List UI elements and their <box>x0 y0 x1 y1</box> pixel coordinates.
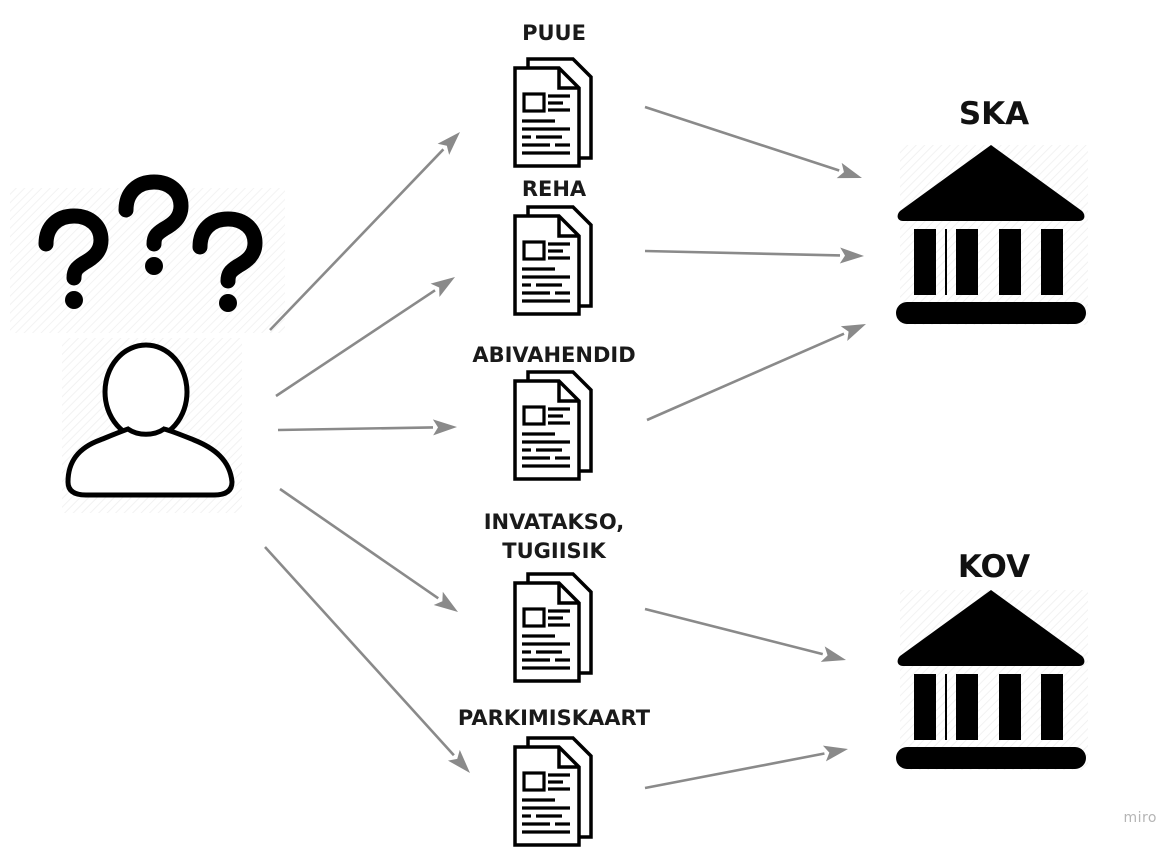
doc-label-line: ABIVAHENDID <box>472 343 636 367</box>
arrow-person-to-puue <box>269 148 445 331</box>
doc-label-line: INVATAKSO, <box>483 510 625 534</box>
arrowhead-person-to-parkimiskaart <box>447 749 470 773</box>
doc-label-abivahendid: ABIVAHENDID <box>459 341 649 370</box>
arrow-invatakso-to-kov <box>644 607 824 656</box>
arrowhead-parkimiskaart-to-kov <box>822 745 848 762</box>
doc-icon-abivahendid <box>513 370 593 481</box>
arrow-parkimiskaart-to-kov <box>644 752 825 790</box>
doc-icon-invatakso <box>513 572 593 683</box>
institution-label-kov: KOV <box>957 549 1031 585</box>
arrowhead-invatakso-to-kov <box>820 646 846 662</box>
doc-label-line: REHA <box>521 177 587 201</box>
doc-icon-puue <box>513 57 593 168</box>
arrowhead-reha-to-ska <box>839 247 864 264</box>
institution-label-ska: SKA <box>958 96 1030 132</box>
doc-label-line: TUGIISIK <box>502 539 606 563</box>
person-icon <box>65 342 235 498</box>
arrowhead-person-to-abivahendid <box>432 419 457 436</box>
doc-icon-reha <box>513 205 593 316</box>
doc-label-reha: REHA <box>474 175 634 204</box>
arrow-reha-to-ska <box>644 249 841 257</box>
doc-label-parkimiskaart: PARKIMISKAART <box>449 704 659 733</box>
confused-person <box>46 182 255 498</box>
flow-arrows <box>264 105 866 790</box>
arrowhead-person-to-reha <box>430 277 455 297</box>
arrow-person-to-invatakso <box>279 487 439 600</box>
arrow-person-to-reha <box>275 289 436 398</box>
arrowhead-abivahendid-to-ska <box>840 324 866 341</box>
doc-label-line: PARKIMISKAART <box>457 706 651 730</box>
doc-icon-parkimiskaart <box>513 736 593 847</box>
arrow-person-to-parkimiskaart <box>264 546 455 757</box>
doc-label-invatakso: INVATAKSO, TUGIISIK <box>459 508 649 566</box>
miro-watermark: miro <box>1123 810 1157 826</box>
doc-label-puue: PUUE <box>474 19 634 48</box>
arrow-abivahendid-to-ska <box>646 332 845 422</box>
arrowhead-puue-to-ska <box>836 162 862 179</box>
arrow-person-to-abivahendid <box>277 426 434 432</box>
arrowhead-person-to-invatakso <box>433 591 458 612</box>
doc-label-line: PUUE <box>522 21 586 45</box>
arrow-puue-to-ska <box>644 105 840 172</box>
arrowhead-person-to-puue <box>437 132 460 155</box>
